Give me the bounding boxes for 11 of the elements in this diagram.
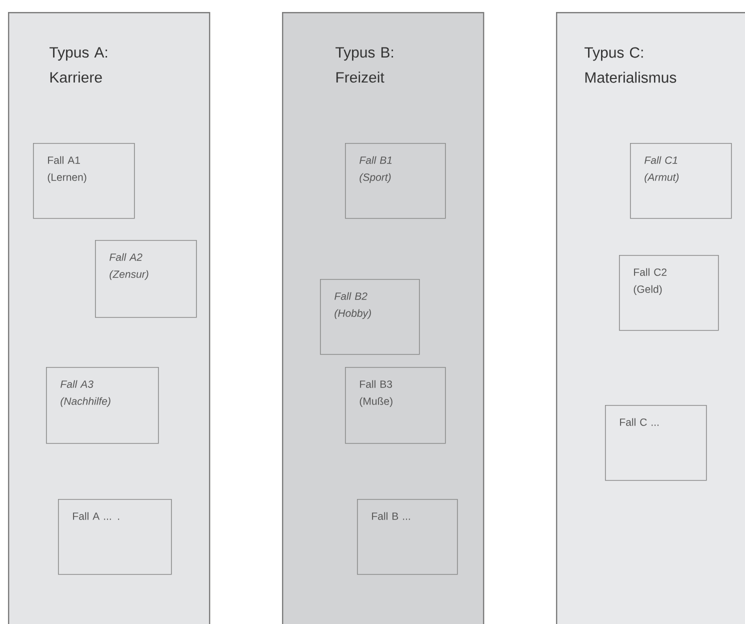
case-box: Fall B1 (Sport) — [345, 143, 446, 219]
case-box: Fall A3 (Nachhilfe) — [46, 367, 159, 444]
case-box: Fall C2 (Geld) — [619, 255, 719, 331]
case-box: Fall A ... . — [58, 499, 172, 575]
case-box: Fall C ... — [605, 405, 707, 481]
case-box: Fall B ... — [357, 499, 458, 575]
case-box: Fall B3 (Muße) — [345, 367, 446, 444]
case-box: Fall A1 (Lernen) — [33, 143, 135, 219]
case-box: Fall B2 (Hobby) — [320, 279, 420, 355]
case-box: Fall C1 (Armut) — [630, 143, 732, 219]
case-box: Fall A2 (Zensur) — [95, 240, 197, 318]
